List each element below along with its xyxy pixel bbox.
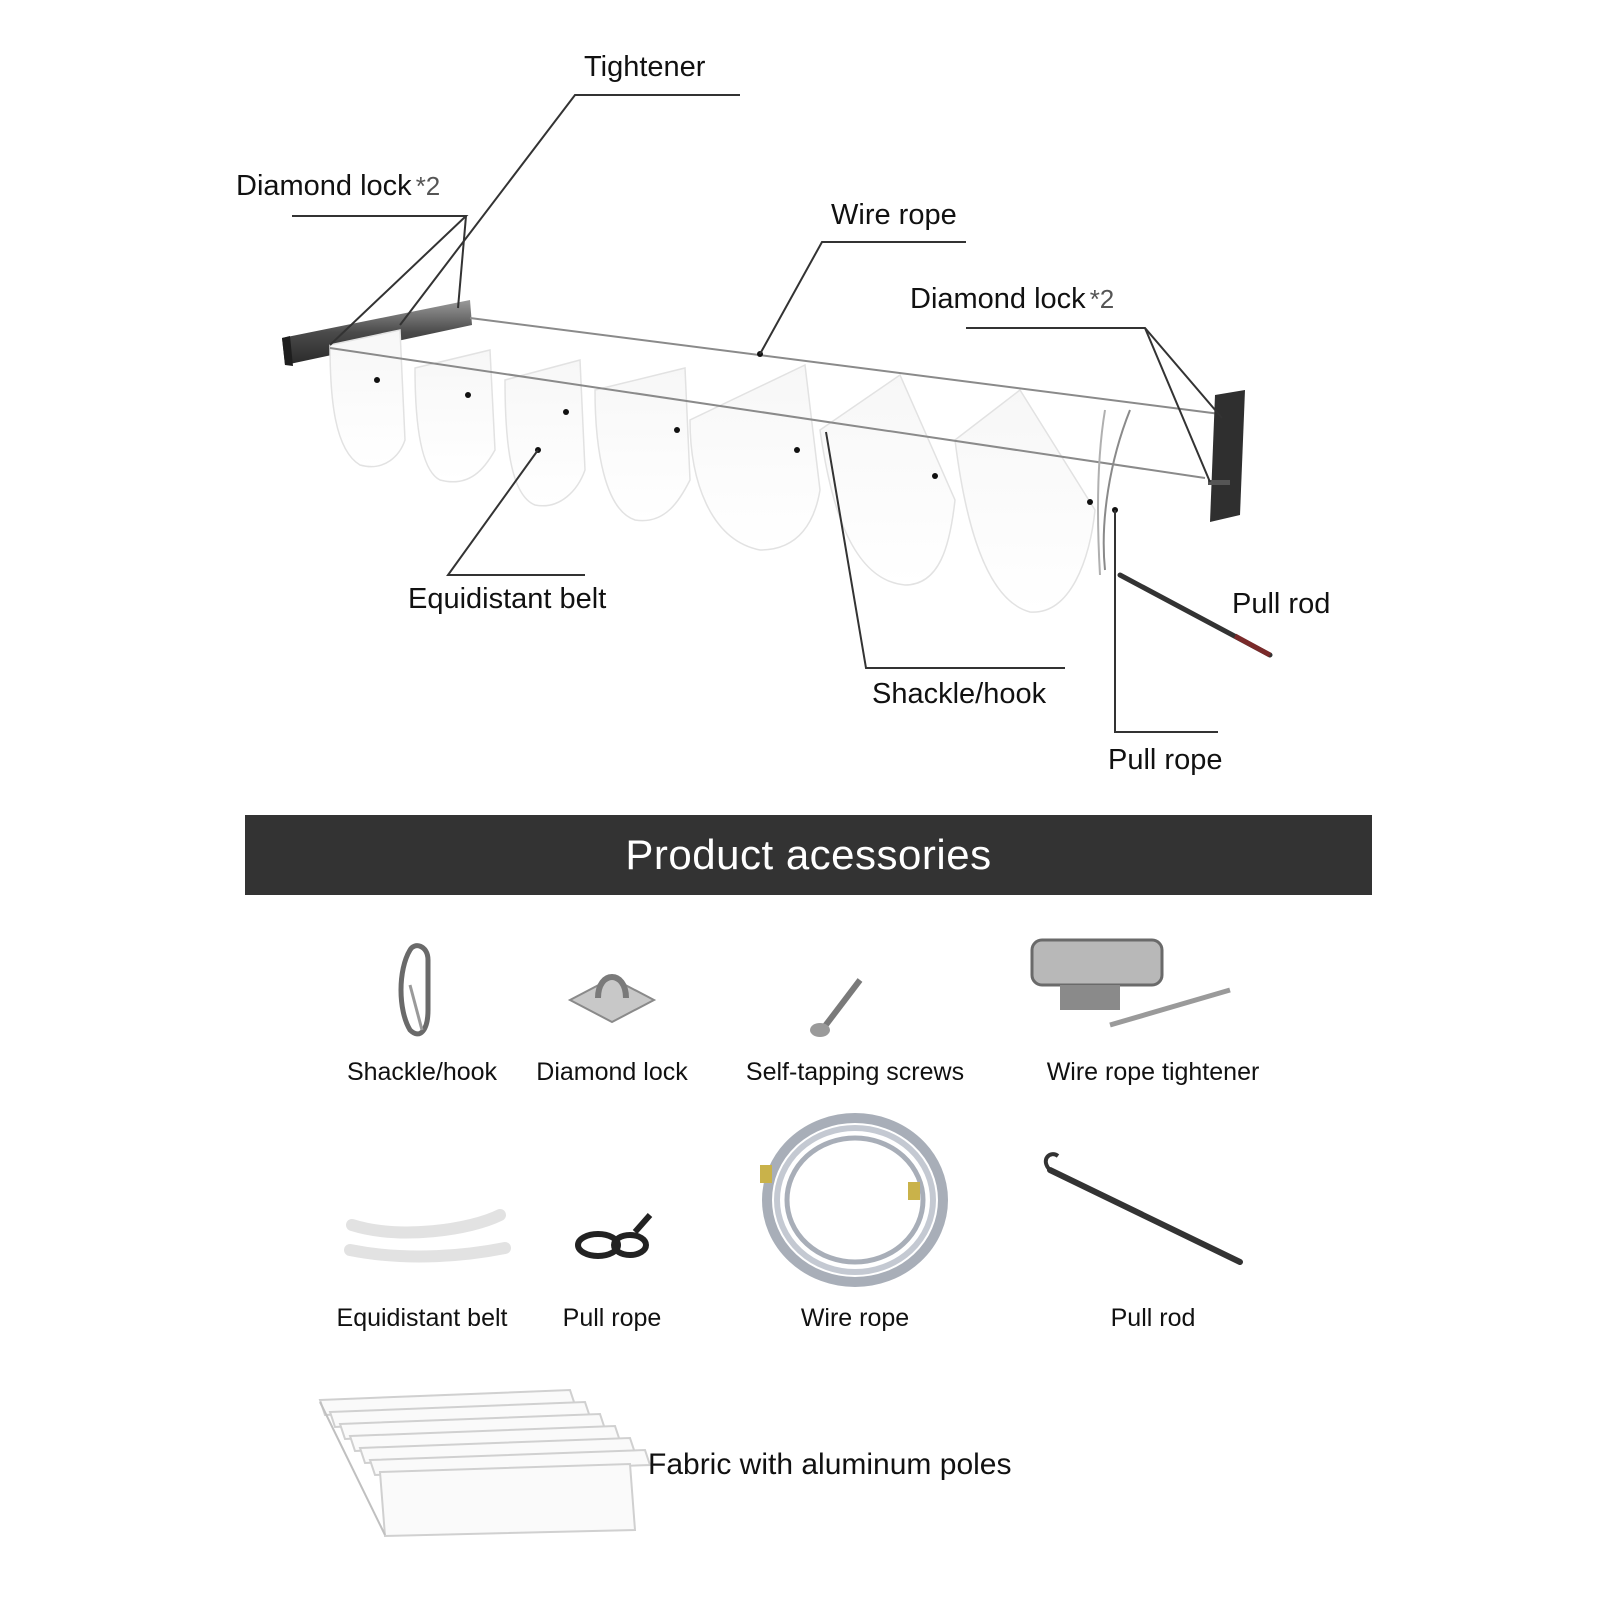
accessory-label-pull-rope: Pull rope [562,1304,662,1332]
wire-ropes [329,317,1229,576]
right-wall-post [1208,390,1245,522]
wire-rope-label: Wire rope [831,199,957,231]
tightener-icon [1030,938,1231,1028]
accessory-icons [318,938,1243,1538]
canopy-fabric [329,329,1096,613]
tightener-label: Tightener [584,51,706,83]
accessory-label-diamond-lock: Diamond lock [536,1058,688,1086]
shackle-hook-icon [398,943,431,1037]
pull-rod-illustration [1117,572,1273,658]
accessory-label-shackle-hook: Shackle/hook [346,1058,498,1086]
canopy-assembly-illustration [282,94,1273,733]
leader-lines [292,94,1223,733]
accessory-label-screws: Self-tapping screws [745,1058,965,1086]
diamond-lock-icon [567,974,657,1024]
pull-rod-label: Pull rod [1232,588,1331,620]
fabric-poles-icon [318,1388,652,1538]
shackle-hook-label: Shackle/hook [872,678,1047,710]
accessory-label-wire-rope: Wire rope [800,1304,910,1332]
diamond-lock-right-qty: *2 [1089,284,1115,314]
pull-rope-icon [575,1213,653,1259]
accessory-label-tightener: Wire rope tightener [1046,1058,1260,1086]
diamond-lock-left-qty: *2 [415,171,441,201]
diamond-lock-left-text: Diamond lock [236,170,412,202]
belt-icon [344,1209,511,1263]
accessory-label-pull-rod: Pull rod [1110,1304,1196,1332]
accessories-heading: Product acessories [245,815,1372,895]
diamond-lock-right-label: Diamond lock*2 [910,285,1114,314]
pull-rod-icon [1043,1152,1243,1265]
wire-coil-icon [760,1113,948,1287]
diamond-lock-right-text: Diamond lock [910,283,1086,315]
pull-rope-label: Pull rope [1108,744,1223,776]
equidistant-belt-label: Equidistant belt [408,583,607,615]
screw-icon [810,978,863,1037]
accessory-label-fabric: Fabric with aluminum poles [648,1448,1012,1481]
accessory-label-belt: Equidistant belt [336,1304,508,1332]
diamond-lock-left-label: Diamond lock*2 [236,172,440,201]
